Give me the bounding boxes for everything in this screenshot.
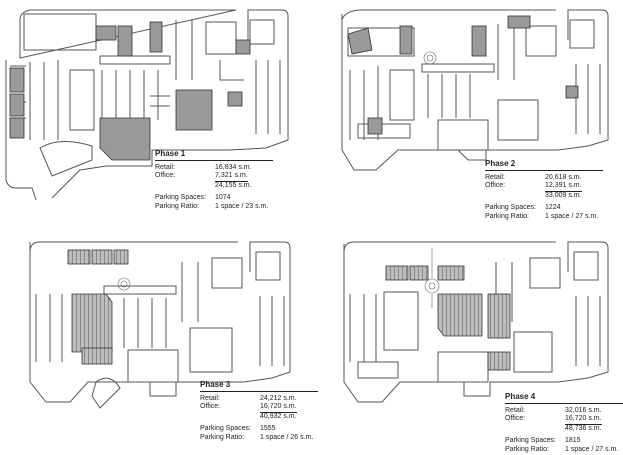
total-value: 24,155 s.m.: [215, 181, 252, 189]
ratio-label: Parking Ratio:: [485, 212, 529, 220]
office-label: Office:: [200, 403, 221, 411]
retail-value: 24,212 s.m.: [260, 394, 297, 402]
retail-label: Retail:: [505, 406, 525, 414]
retail-label: Retail:: [155, 163, 175, 171]
spaces-label: Parking Spaces:: [155, 194, 206, 202]
ratio-value: 1 space / 27 s.m.: [545, 212, 599, 220]
retail-value: 16,834 s.m.: [215, 163, 252, 171]
ratio-label: Parking Ratio:: [505, 445, 549, 453]
retail-value: 20,618 s.m.: [545, 173, 582, 181]
stats-phase-2: Phase 2 Retail: 20,618 s.m. Office: 12,391…: [485, 159, 603, 222]
retail-value: 32,016 s.m.: [565, 406, 602, 414]
stats-phase-1: Phase 1 Retail: 16,834 s.m. Office: 7,321 …: [155, 149, 273, 212]
ratio-value: 1 space / 26 s.m.: [260, 433, 314, 441]
spaces-value: 1555: [260, 425, 276, 433]
spaces-value: 1224: [545, 204, 561, 212]
spaces-label: Parking Spaces:: [200, 425, 251, 433]
office-value: 16,720 s.m.: [565, 415, 602, 425]
retail-label: Retail:: [200, 394, 220, 402]
office-label: Office:: [505, 415, 526, 423]
site-plan-phase-1: [0, 0, 300, 205]
phase-title: Phase 1: [155, 149, 273, 161]
site-plan-phase-4: [318, 232, 618, 437]
phase-title: Phase 3: [200, 380, 318, 392]
total-value: 33,009 s.m.: [545, 191, 582, 199]
ratio-label: Parking Ratio:: [155, 202, 199, 210]
site-plan-phase-2: [318, 0, 618, 205]
site-plan-phase-3: [0, 232, 300, 437]
office-value: 7,321 s.m.: [215, 172, 248, 182]
phase-title: Phase 2: [485, 159, 603, 171]
stats-phase-3: Phase 3 Retail: 24,212 s.m. Office: 16,720…: [200, 380, 318, 443]
spaces-label: Parking Spaces:: [485, 204, 536, 212]
ratio-label: Parking Ratio:: [200, 433, 244, 441]
total-value: 40,932 s.m.: [260, 412, 297, 420]
spaces-label: Parking Spaces:: [505, 437, 556, 445]
total-value: 48,736 s.m.: [565, 424, 602, 432]
office-label: Office:: [155, 172, 176, 180]
office-label: Office:: [485, 182, 506, 190]
spaces-value: 1815: [565, 437, 581, 445]
ratio-value: 1 space / 27 s.m.: [565, 445, 619, 453]
retail-label: Retail:: [485, 173, 505, 181]
spaces-value: 1074: [215, 194, 231, 202]
office-value: 16,720 s.m.: [260, 403, 297, 413]
ratio-value: 1 space / 23 s.m.: [215, 202, 269, 210]
phase-title: Phase 4: [505, 392, 623, 404]
office-value: 12,391 s.m.: [545, 182, 582, 192]
stats-phase-4: Phase 4 Retail: 32,016 s.m. Office: 16,720…: [505, 392, 623, 455]
